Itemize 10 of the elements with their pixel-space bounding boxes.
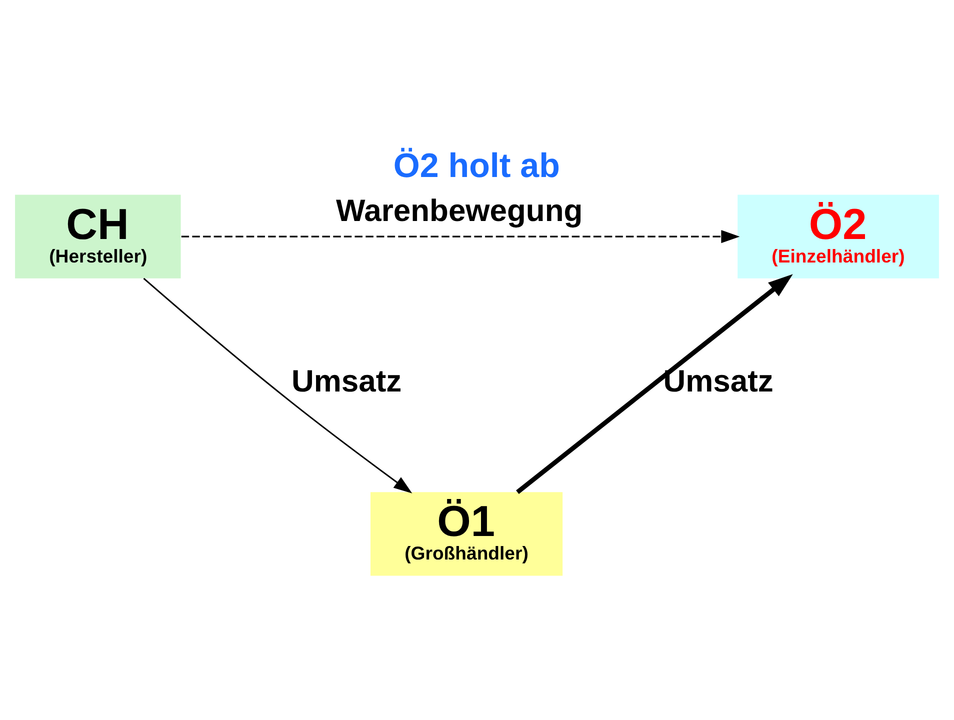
arrow	[143, 277, 412, 493]
arrow	[516, 274, 793, 494]
edge-label: Umsatz	[663, 362, 774, 398]
edge-label: Umsatz	[292, 362, 402, 398]
edge-label: Warenbewegung	[336, 192, 583, 228]
node-box: CH (Hersteller)	[15, 194, 181, 278]
diagram-title: Ö2 holt ab	[393, 146, 560, 185]
node-box: Ö1 (Großhändler)	[370, 492, 563, 576]
node-box: Ö2 (Einzelhändler)	[738, 194, 939, 278]
arrow	[181, 230, 740, 243]
